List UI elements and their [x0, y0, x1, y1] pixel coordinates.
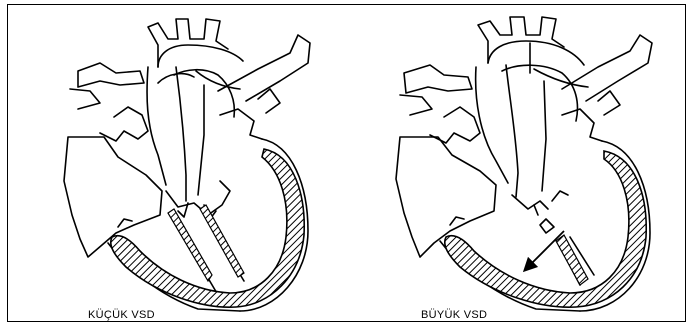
vsd-defect	[540, 219, 554, 233]
pulmonary-artery-right-branch	[218, 35, 310, 101]
great-vessels	[147, 67, 166, 185]
ventricular-wall	[445, 151, 646, 307]
caption-small-vsd: KÜÇÜK VSD	[88, 309, 155, 321]
panel-large-vsd: BÜYÜK VSD	[348, 5, 686, 322]
figure-frame: KÜÇÜK VSD	[7, 4, 686, 322]
shunt-arrow	[528, 231, 564, 267]
left-atrium	[100, 107, 148, 141]
caption-large-vsd: BÜYÜK VSD	[421, 309, 487, 321]
ventricular-wall	[111, 149, 304, 307]
pulmonary-artery-right-branch	[562, 35, 652, 101]
great-vessels	[476, 67, 508, 183]
heart-diagram-small-vsd	[8, 5, 348, 322]
pulmonary-artery-left-branch	[78, 63, 144, 87]
heart-diagram-large-vsd	[348, 5, 686, 322]
pulmonary-artery-left-branch	[404, 65, 472, 93]
panel-small-vsd: KÜÇÜK VSD	[8, 5, 348, 322]
